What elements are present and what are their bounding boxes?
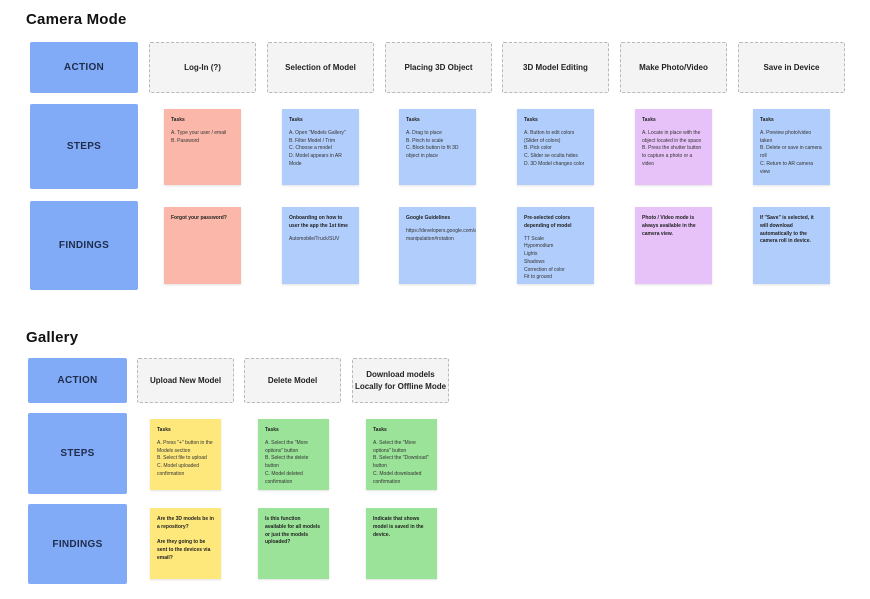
camera-action-3[interactable]: Placing 3D Object	[385, 42, 492, 93]
note-title: Tasks	[171, 117, 185, 123]
camera-steps-note-4: Tasks A. Button to edit colors (Slider of…	[517, 109, 594, 185]
note-title: Tasks	[265, 427, 279, 433]
camera-steps-note-5: Tasks A. Locate in place with the object …	[635, 109, 712, 185]
note-body: A. Open "Models Gallery" B. Filter Model…	[289, 129, 346, 167]
note-title: Tasks	[760, 117, 774, 123]
camera-steps-note-6: Tasks A. Preview photo/video taken B. Del…	[753, 109, 830, 185]
gallery-findings-note-2: Is this function available for all model…	[258, 508, 329, 579]
gallery-steps-note-1: Tasks A. Press "+" button in the Models s…	[150, 419, 221, 490]
camera-findings-row-label: FINDINGS	[30, 201, 138, 290]
note-body: A. Type your user / email B. Password	[171, 129, 227, 144]
gallery-action-1[interactable]: Upload New Model	[137, 358, 234, 403]
camera-steps-note-2: Tasks A. Open "Models Gallery" B. Filter …	[282, 109, 359, 185]
note-body: TT Scale Hypomodium Lights Shadows Corre…	[524, 235, 565, 281]
camera-findings-note-6: If "Save" is selected, it will download …	[753, 207, 830, 284]
note-title: Google Guidelines	[406, 215, 451, 221]
note-title: Tasks	[157, 427, 171, 433]
camera-action-2[interactable]: Selection of Model	[267, 42, 374, 93]
camera-steps-note-3: Tasks A. Drag to place B. Pinch to scale …	[399, 109, 476, 185]
note-title: Tasks	[524, 117, 538, 123]
note-title: Tasks	[373, 427, 387, 433]
gallery-steps-note-3: Tasks A. Select the "More options" button…	[366, 419, 437, 490]
gallery-findings-note-1: Are the 3D models be in a repository? Ar…	[150, 508, 221, 579]
note-body: A. Locate in place with the object locat…	[642, 129, 702, 167]
note-title: Tasks	[642, 117, 656, 123]
note-body: https://developers.google.com/ar/design/…	[406, 227, 476, 242]
camera-action-1[interactable]: Log-In (?)	[149, 42, 256, 93]
gallery-action-row-label: ACTION	[28, 358, 127, 403]
note-title: Tasks	[406, 117, 420, 123]
note-body: A. Drag to place B. Pinch to scale C. Bl…	[406, 129, 459, 159]
gallery-action-2[interactable]: Delete Model	[244, 358, 341, 403]
camera-findings-note-2: Onboarding on how to user the app the 1s…	[282, 207, 359, 284]
note-title: Pre-selected colors depending of model	[524, 215, 572, 229]
gallery-steps-row-label: STEPS	[28, 413, 127, 494]
camera-findings-note-5: Photo / Video mode is always available i…	[635, 207, 712, 284]
note-title: Onboarding on how to user the app the 1s…	[289, 215, 348, 229]
camera-action-6[interactable]: Save in Device	[738, 42, 845, 93]
camera-findings-note-1: Forgot your password?	[164, 207, 241, 284]
camera-action-4[interactable]: 3D Model Editing	[502, 42, 609, 93]
camera-mode-title: Camera Mode	[26, 11, 127, 28]
note-body: A. Select the "More options" button B. S…	[373, 439, 429, 485]
gallery-findings-note-3: Indicate that shows model is saved in th…	[366, 508, 437, 579]
camera-findings-note-3: Google Guidelines https://developers.goog…	[399, 207, 476, 284]
gallery-title: Gallery	[26, 329, 79, 346]
gallery-findings-row-label: FINDINGS	[28, 504, 127, 584]
note-body: A. Select the "More options" button B. S…	[265, 439, 309, 485]
camera-steps-note-1: Tasks A. Type your user / email B. Passwo…	[164, 109, 241, 185]
camera-action-row-label: ACTION	[30, 42, 138, 93]
note-body: A. Press "+" button in the Models sectio…	[157, 439, 213, 477]
note-title: Tasks	[289, 117, 303, 123]
gallery-action-3[interactable]: Download models Locally for Offline Mode	[352, 358, 449, 403]
note-body: A. Button to edit colors (Slider of colo…	[524, 129, 585, 167]
camera-steps-row-label: STEPS	[30, 104, 138, 189]
camera-action-5[interactable]: Make Photo/Video	[620, 42, 727, 93]
note-body: Automobile/Truck/SUV	[289, 235, 340, 242]
gallery-steps-note-2: Tasks A. Select the "More options" button…	[258, 419, 329, 490]
note-body: A. Preview photo/video taken B. Delete o…	[760, 129, 822, 175]
